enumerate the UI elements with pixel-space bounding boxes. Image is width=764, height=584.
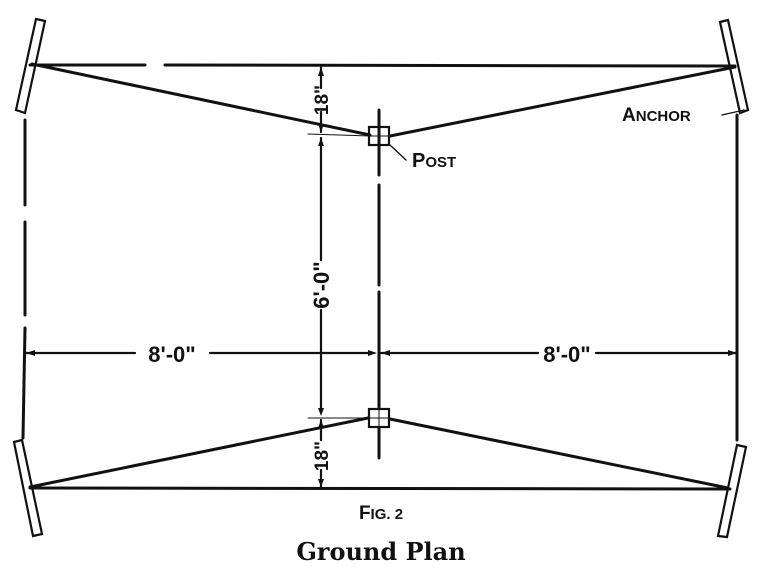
guy-lines [28,62,737,490]
figure-number: FIG. 2 [359,503,403,524]
left-boundary-line [21,118,27,440]
anchor-label: ANCHOR [622,105,691,126]
bottom-boundary-line [28,486,732,491]
anchor-top-left [14,17,47,115]
anchor-leader [721,109,745,116]
figure-title: Ground Plan [296,537,465,566]
dimension-right-span: 8'-0" [543,342,590,367]
horizontal-dimension [24,350,739,356]
post-label: POST [412,150,456,172]
top-boundary-line [28,63,737,68]
anchor-top-right [718,18,750,115]
dimension-post-spacing: 6'-0" [309,261,334,308]
dimension-left-span: 8'-0" [148,342,195,367]
dimension-bottom-offset: 18" [312,441,333,471]
vertical-dimension [307,65,371,489]
post-leader [389,144,407,161]
post-top [367,125,391,147]
dimension-top-offset: 18" [312,85,333,115]
anchor-bottom-left [12,438,44,538]
anchor-bottom-right [716,443,748,539]
post-bottom [367,407,391,429]
